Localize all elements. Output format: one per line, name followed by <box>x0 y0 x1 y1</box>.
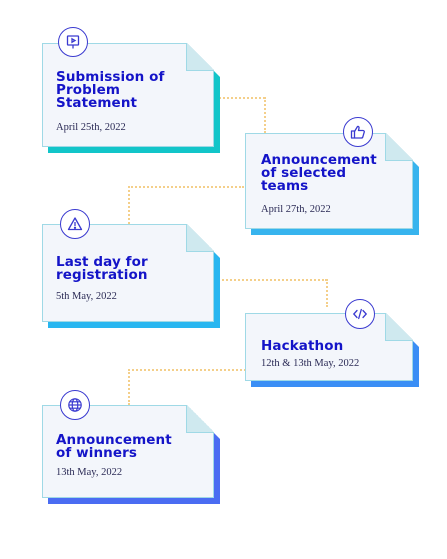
card-title-line: teams <box>261 178 309 194</box>
connector-2 <box>128 186 244 188</box>
card-date: April 25th, 2022 <box>56 122 126 133</box>
timeline-card-winners: Announcement of winners 13th May, 2022 <box>42 405 214 498</box>
connector-3 <box>215 279 327 281</box>
connector-4-drop <box>128 369 130 405</box>
card-title-line: Statement <box>56 95 138 111</box>
card-title-line: Problem <box>56 82 121 98</box>
card-date: April 27th, 2022 <box>261 204 331 215</box>
card-date: 12th & 13th May, 2022 <box>261 358 360 369</box>
code-icon <box>345 299 375 329</box>
warning-icon <box>60 209 90 239</box>
timeline-card-registration: Last day for registration 5th May, 2022 <box>42 224 214 322</box>
connector-4 <box>128 369 246 371</box>
card-title-line: Hackathon <box>261 338 344 354</box>
card-title-line: of winners <box>56 445 138 461</box>
thumbs-up-icon <box>343 117 373 147</box>
timeline-card-hackathon: Hackathon 12th & 13th May, 2022 <box>245 313 413 381</box>
card-title-line: Announcement <box>56 432 172 448</box>
card-date: 5th May, 2022 <box>56 291 117 302</box>
card-title-line: of selected <box>261 165 347 181</box>
card-title-line: Submission of <box>56 69 165 85</box>
card-title-line: Announcement <box>261 152 377 168</box>
card-title-line: Last day for <box>56 254 148 270</box>
timeline-card-submission: Submission of Problem Statement April 25… <box>42 43 214 147</box>
presentation-icon <box>58 27 88 57</box>
connector-1-drop <box>264 97 266 133</box>
connector-1 <box>215 97 265 99</box>
card-title-line: registration <box>56 267 148 283</box>
connector-3-drop <box>326 279 328 307</box>
timeline-card-selected-teams: Announcement of selected teams April 27t… <box>245 133 413 229</box>
globe-icon <box>60 390 90 420</box>
connector-2-drop <box>128 186 130 224</box>
card-date: 13th May, 2022 <box>56 467 123 478</box>
